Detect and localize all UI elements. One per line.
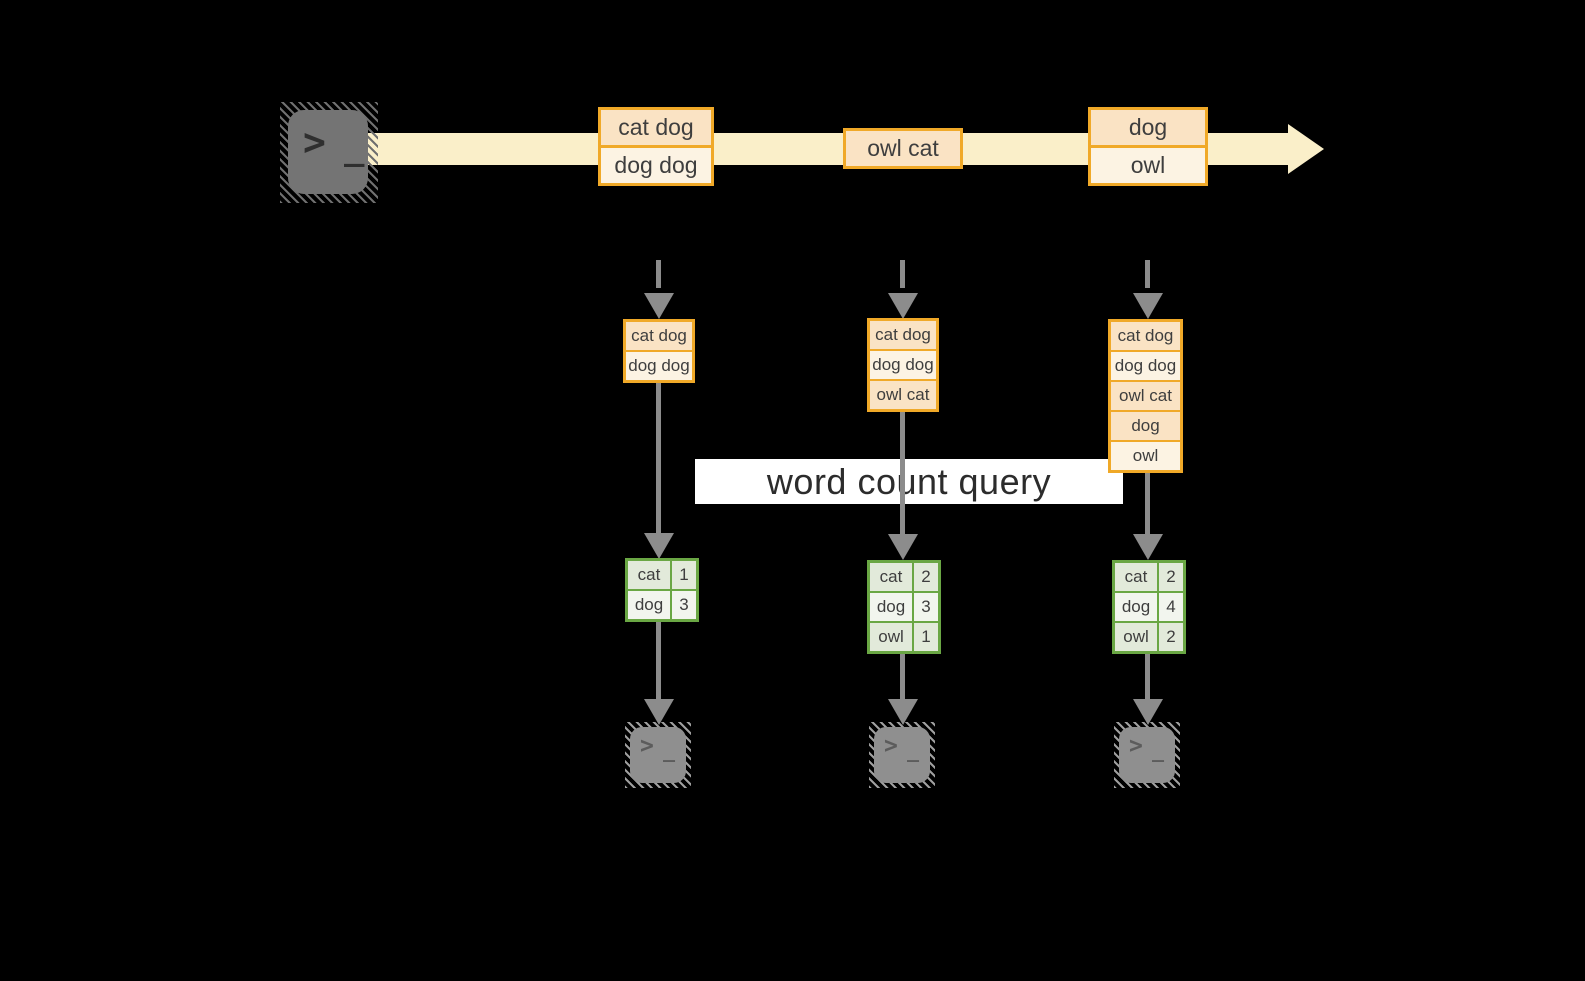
ingest-arrow-dash-1 xyxy=(656,260,661,288)
stream-record: dog xyxy=(1091,110,1205,145)
count-value-cell: 2 xyxy=(1159,563,1183,591)
query-arrowhead-2 xyxy=(888,534,918,560)
terminal-source-icon: > _ xyxy=(280,102,378,203)
stream-record: dog dog xyxy=(601,148,711,183)
count-word-cell: owl xyxy=(870,623,912,651)
buffered-record: dog dog xyxy=(870,351,936,379)
count-word-cell: dog xyxy=(628,591,670,619)
count-value-cell: 3 xyxy=(914,593,938,621)
result-arrowhead-2 xyxy=(888,699,918,725)
query-arrow-line-3 xyxy=(1145,473,1150,534)
terminal-prompt-glyph: > xyxy=(303,120,326,164)
stream-arrowhead-icon xyxy=(1288,124,1324,174)
ingest-arrow-dash-2 xyxy=(900,260,905,288)
result-arrow-line-1 xyxy=(656,622,661,700)
query-arrowhead-3 xyxy=(1133,534,1163,560)
ingest-arrowhead-1 xyxy=(644,293,674,319)
buffered-records-3: cat dog dog dog owl cat dog owl xyxy=(1108,319,1183,473)
terminal-cursor-glyph: _ xyxy=(1152,738,1165,762)
count-word-cell: owl xyxy=(1115,623,1157,651)
buffered-record: owl xyxy=(1111,442,1180,470)
buffered-record: cat dog xyxy=(1111,322,1180,350)
terminal-sink-icon-1: > _ xyxy=(625,722,691,788)
wordcount-table-1: cat 1 dog 3 xyxy=(625,558,699,622)
terminal-cursor-glyph: _ xyxy=(344,128,365,168)
query-arrowhead-1 xyxy=(644,533,674,559)
result-arrowhead-3 xyxy=(1133,699,1163,725)
result-arrow-line-2 xyxy=(900,654,905,700)
count-value-cell: 1 xyxy=(672,561,696,589)
buffered-record: owl cat xyxy=(870,381,936,409)
buffered-record: dog dog xyxy=(1111,352,1180,380)
stream-record: owl xyxy=(1091,148,1205,183)
count-word-cell: cat xyxy=(628,561,670,589)
count-word-cell: dog xyxy=(870,593,912,621)
result-arrowhead-1 xyxy=(644,699,674,725)
wordcount-table-3: cat 2 dog 4 owl 2 xyxy=(1112,560,1186,654)
terminal-screen: > _ xyxy=(630,727,686,783)
buffered-record: dog xyxy=(1111,412,1180,440)
terminal-screen: > _ xyxy=(288,110,368,194)
buffered-record: cat dog xyxy=(870,321,936,349)
buffered-record: cat dog xyxy=(626,322,692,350)
count-value-cell: 1 xyxy=(914,623,938,651)
stream-event-box-3: dog owl xyxy=(1088,107,1208,186)
stream-record: owl cat xyxy=(846,131,960,166)
terminal-screen: > _ xyxy=(874,727,930,783)
buffered-records-1: cat dog dog dog xyxy=(623,319,695,383)
terminal-cursor-glyph: _ xyxy=(663,738,676,762)
terminal-screen: > _ xyxy=(1119,727,1175,783)
query-arrow-line-2 xyxy=(900,412,905,534)
result-arrow-line-3 xyxy=(1145,654,1150,700)
terminal-sink-icon-2: > _ xyxy=(869,722,935,788)
buffered-record: owl cat xyxy=(1111,382,1180,410)
terminal-sink-icon-3: > _ xyxy=(1114,722,1180,788)
count-value-cell: 2 xyxy=(914,563,938,591)
terminal-cursor-glyph: _ xyxy=(907,738,920,762)
count-value-cell: 2 xyxy=(1159,623,1183,651)
ingest-arrowhead-2 xyxy=(888,293,918,319)
stream-event-box-1: cat dog dog dog xyxy=(598,107,714,186)
terminal-prompt-glyph: > xyxy=(884,733,898,759)
count-word-cell: dog xyxy=(1115,593,1157,621)
count-word-cell: cat xyxy=(1115,563,1157,591)
count-value-cell: 4 xyxy=(1159,593,1183,621)
ingest-arrowhead-3 xyxy=(1133,293,1163,319)
stream-event-box-2: owl cat xyxy=(843,128,963,169)
terminal-prompt-glyph: > xyxy=(1129,733,1143,759)
buffered-records-2: cat dog dog dog owl cat xyxy=(867,318,939,412)
terminal-prompt-glyph: > xyxy=(640,733,654,759)
count-value-cell: 3 xyxy=(672,591,696,619)
wordcount-table-2: cat 2 dog 3 owl 1 xyxy=(867,560,941,654)
query-arrow-line-1 xyxy=(656,383,661,534)
query-label: word count query xyxy=(695,459,1123,504)
buffered-record: dog dog xyxy=(626,352,692,380)
count-word-cell: cat xyxy=(870,563,912,591)
stream-record: cat dog xyxy=(601,110,711,145)
ingest-arrow-dash-3 xyxy=(1145,260,1150,288)
